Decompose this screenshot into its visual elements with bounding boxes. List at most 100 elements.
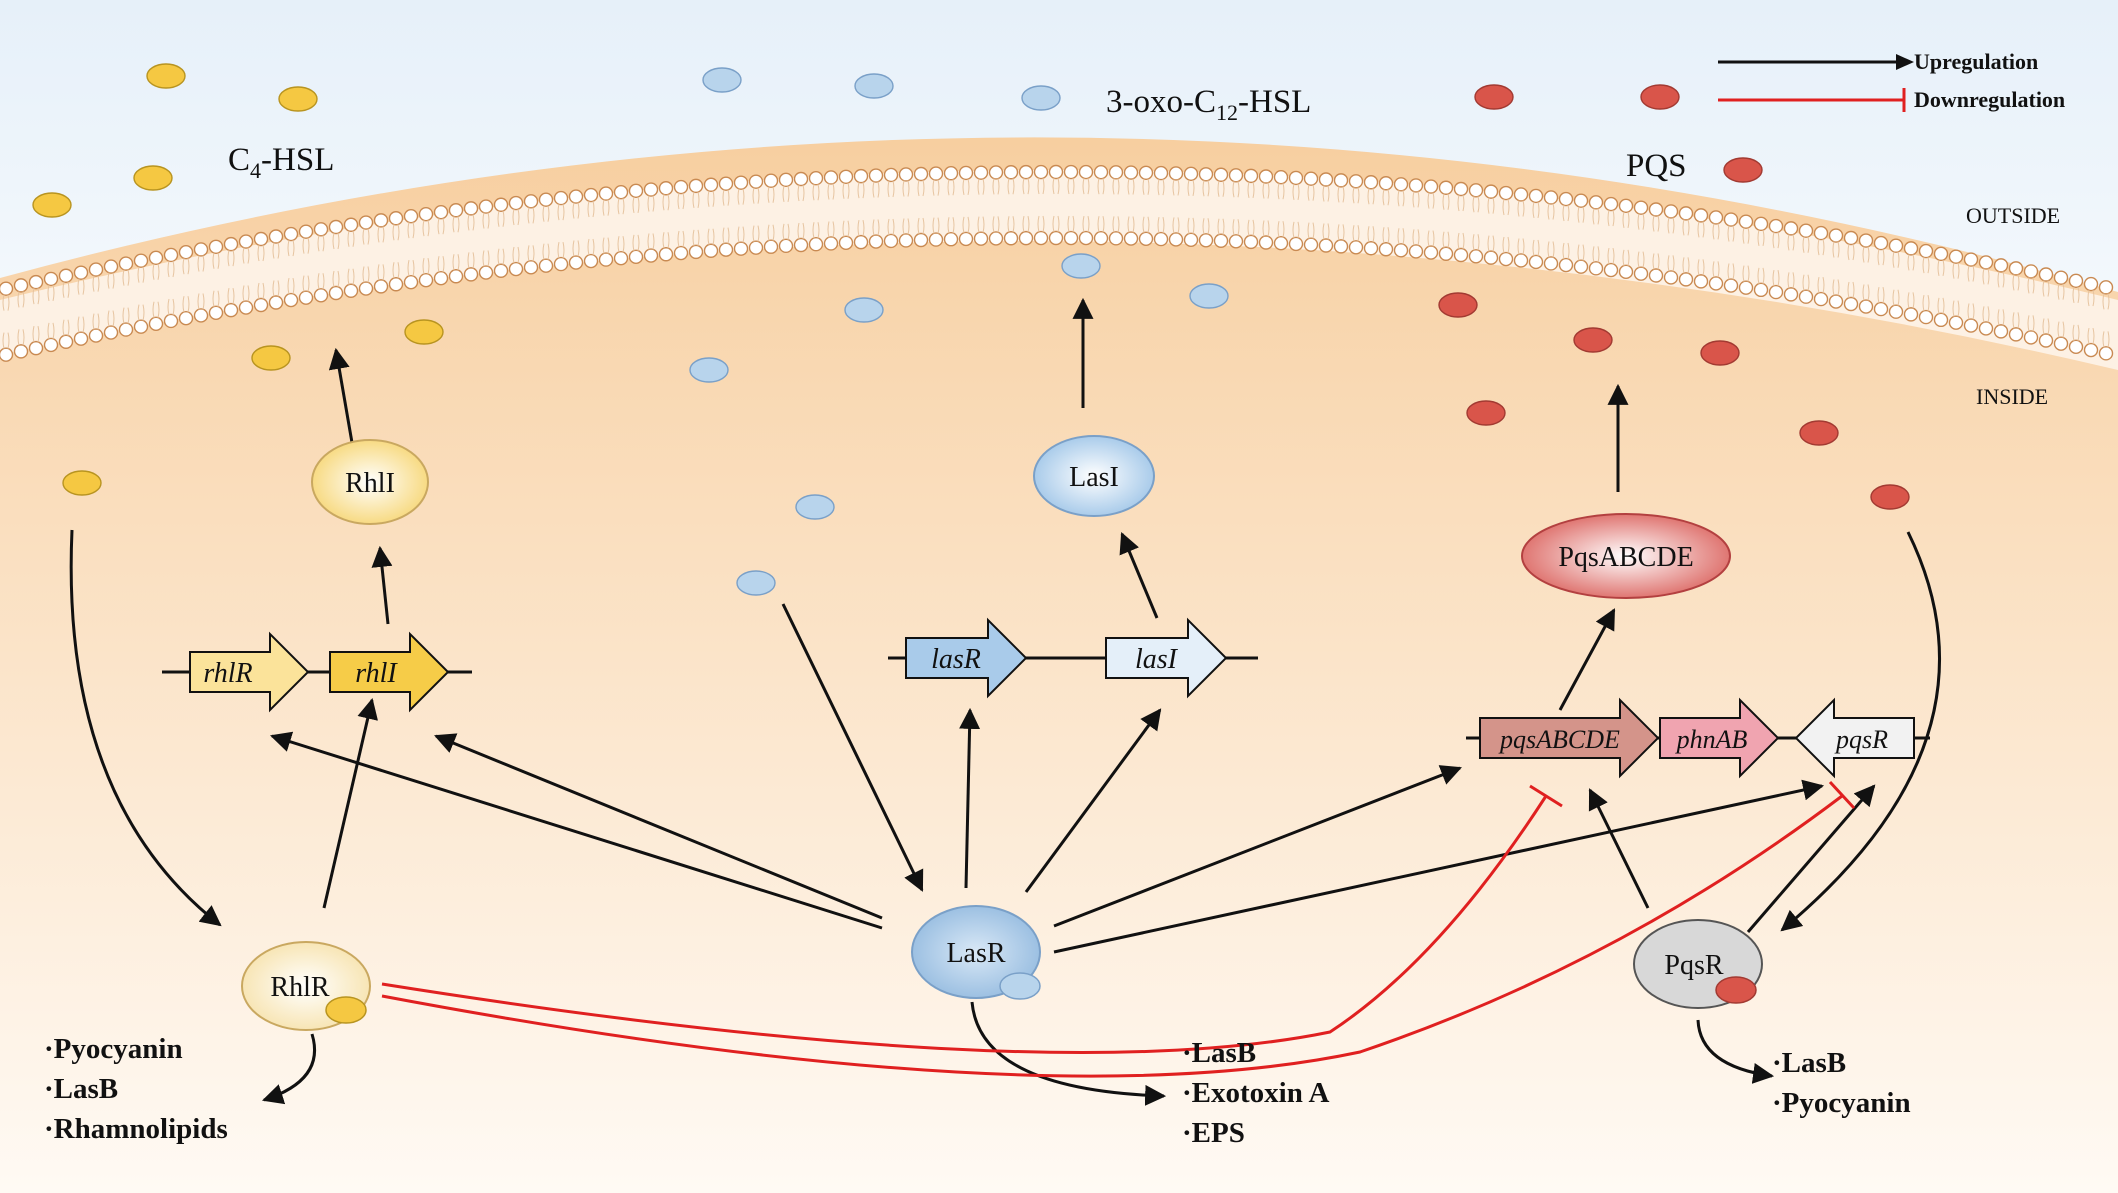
outer-lipid-head (1033, 164, 1049, 180)
rhlI-protein-label: RhlI (345, 468, 395, 499)
lipid-tail (1292, 183, 1300, 201)
inner-lipid-head (463, 267, 479, 282)
outer-lipid-head (1213, 167, 1229, 182)
inner-lipid-head (1738, 280, 1754, 295)
rhlI-protein: RhlI (311, 439, 429, 525)
inner-lipid-head (238, 300, 254, 315)
inner-lipid-head (478, 265, 494, 280)
outer-lipid-head (2038, 267, 2054, 282)
outer-lipid-head (1678, 206, 1694, 221)
lipid-tail (1832, 241, 1840, 258)
oxo-molecule (736, 570, 776, 596)
inner-lipid-head (493, 263, 509, 278)
lipid-tail (932, 179, 940, 196)
lipid-tail (1622, 249, 1630, 266)
inner-lipid-head (733, 241, 749, 256)
legend-up-label: Upregulation (1914, 49, 2038, 74)
lipid-tail (902, 218, 910, 235)
lipid-tail (1637, 251, 1645, 268)
inner-lipid-head (1978, 321, 1994, 336)
lipid-tail (962, 178, 970, 196)
lipid-tail (1427, 192, 1435, 209)
outer-lipid-head (1273, 169, 1289, 185)
lipid-tail (182, 296, 190, 313)
arrow-lasI-gene-to-protein (1119, 532, 1159, 619)
inner-lipid-head (208, 305, 224, 320)
outer-lipid-head (1258, 169, 1274, 184)
lipid-tail (2057, 321, 2065, 338)
outer-lipid-head (298, 224, 314, 239)
lipid-tail (527, 245, 535, 262)
legend-down-label: Downregulation (1914, 87, 2065, 112)
inner-lipid-head (1468, 249, 1484, 264)
lipid-tail (452, 216, 460, 233)
arrow-pqs-to-pqsR (1780, 531, 1942, 932)
lipid-tail (1907, 292, 1915, 309)
lipid-tail (227, 288, 235, 305)
pqs-product-1: ·LasB (1772, 1047, 1846, 1079)
oxo-molecule (1021, 85, 1061, 111)
lipid-tail (752, 225, 760, 242)
inner-lipid-head (418, 272, 434, 288)
inner-lipid-head (1078, 230, 1094, 246)
lipid-tail (272, 280, 280, 297)
lipid-tail (1967, 303, 1975, 320)
outer-lipid-head (1333, 173, 1349, 188)
inner-lipid-head (583, 253, 599, 269)
outer-lipid-head (538, 192, 554, 207)
outer-lipid-head (313, 222, 329, 237)
lipid-tail (767, 186, 775, 203)
lipid-tail (1037, 215, 1045, 233)
oxo-molecule (844, 297, 884, 323)
outer-lipid-head (163, 247, 179, 263)
lipid-tail (362, 228, 370, 245)
lipid-tail (1262, 182, 1270, 199)
outer-lipid-head (808, 171, 824, 186)
inner-lipid-head (598, 252, 614, 267)
lipid-tail (1847, 243, 1855, 261)
outer-lipid-head (2083, 276, 2099, 292)
inner-lipid-head (2038, 333, 2054, 348)
lipid-tail (1787, 272, 1795, 289)
lipid-tail (797, 222, 805, 240)
inner-lipid-head (898, 233, 914, 248)
lipid-tail (872, 219, 880, 236)
outer-lipid-head (403, 208, 419, 224)
outer-lipid-head (1723, 212, 1739, 227)
outer-lipid-head (283, 226, 299, 242)
lipid-tail (392, 224, 400, 241)
pqs-molecule (1799, 420, 1839, 446)
lipid-tail (1802, 236, 1810, 253)
lipid-tail (1922, 294, 1930, 312)
lipid-tail (1517, 200, 1525, 217)
rhl-product-2: ·LasB (44, 1073, 118, 1105)
phnAB-gene-arrow (1659, 697, 1780, 779)
pqs-molecule (1723, 157, 1763, 183)
lipid-tail (257, 282, 265, 300)
rhl-product-3: ·Rhamnolipids (44, 1113, 228, 1145)
rhlR-protein-label: RhlR (270, 972, 329, 1003)
outer-lipid-head (1168, 166, 1184, 181)
lipid-tail (1292, 221, 1300, 239)
inhibit-rhlR-to-pqsR (381, 794, 1843, 1078)
oxo-c12-hsl-label: 3-oxo-C12-HSL (1106, 84, 1311, 125)
lipid-tail (602, 237, 610, 254)
outer-lipid-head (103, 259, 119, 274)
lipid-tail (512, 208, 520, 226)
c4-molecule (251, 345, 291, 371)
inner-lipid-head (343, 283, 359, 298)
lipid-bilayer (0, 164, 2114, 362)
outer-lipid-head (28, 274, 44, 290)
lipid-tail (722, 189, 730, 206)
outer-lipid-head (1183, 166, 1199, 182)
lipid-tail (1307, 184, 1315, 201)
inner-lipid-head (1558, 257, 1574, 273)
outer-lipid-head (1618, 198, 1634, 214)
lipid-tail (1112, 178, 1120, 195)
lipid-tail (1877, 286, 1885, 304)
inner-lipid-head (1498, 251, 1514, 267)
outer-lipid-head (1468, 183, 1484, 198)
inner-lipid-head (793, 237, 809, 253)
lipid-tail (197, 293, 205, 310)
inner-lipid-head (508, 261, 524, 277)
